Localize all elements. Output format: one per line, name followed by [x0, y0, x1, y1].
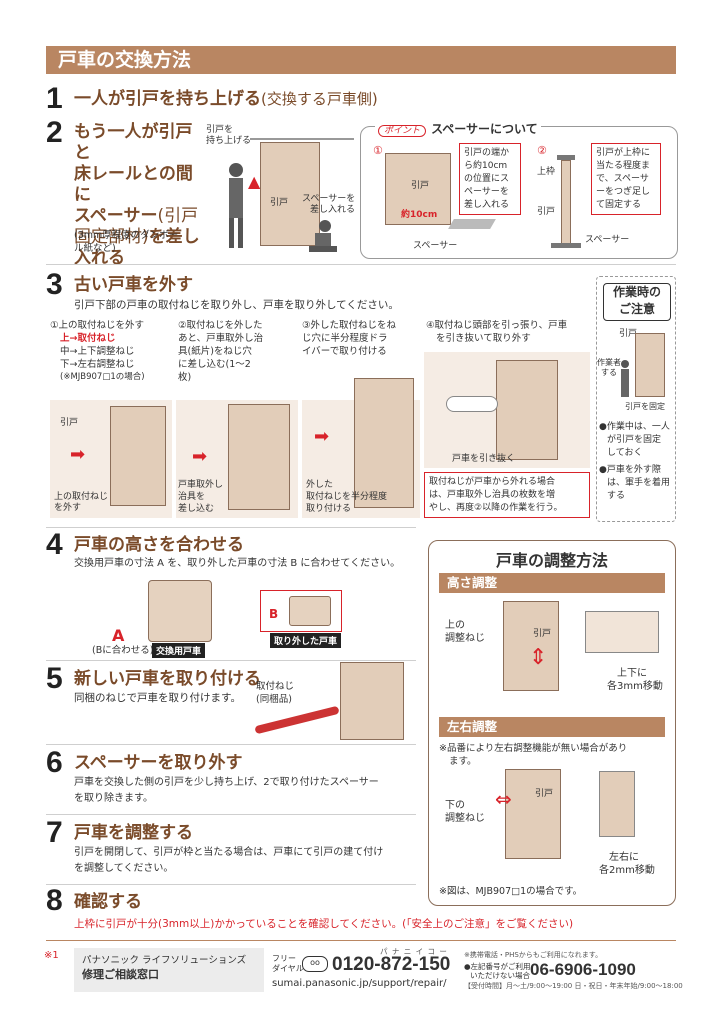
- step-2-illustration: 引戸を 持ち上げる 引戸 ▲ スペーサーを 差し入れる: [206, 120, 356, 258]
- step-4-number: 4: [46, 528, 63, 561]
- step-1-heading: 一人が引戸を持ち上げる(交換する戸車側): [74, 89, 378, 109]
- adjust-title: 戸車の調整方法: [495, 551, 608, 570]
- hand-icon: [446, 396, 498, 412]
- step-8-heading: 確認する: [74, 892, 142, 912]
- new-roller-illustration: [148, 580, 212, 642]
- step-5-number: 5: [46, 662, 63, 695]
- step-5-desc: 同梱のねじで戸車を取り付けます。: [74, 692, 241, 704]
- step-3-warning: 取付ねじが戸車から外れる場合は、戸車取外し治具の枚数を増やし、再度②以降の作業を…: [424, 472, 590, 518]
- step-3-illus-1: 引戸 ➡ 上の取付ねじ を外す: [50, 400, 172, 518]
- spacer-point-box: ポイント スペーサーについて ① 引戸 約10cm スペーサー 引戸の端から約1…: [360, 118, 678, 259]
- repair-url-link[interactable]: sumai.panasonic.jp/support/repair/: [272, 978, 447, 989]
- sliding-door: [260, 142, 320, 246]
- step-1-number: 1: [46, 82, 63, 115]
- free-dial-number[interactable]: 0120-872-150: [332, 954, 451, 975]
- step-2-heading: もう一人が引戸と 床レールとの間に スペーサー(引戸 固定部材)を差し 入れる: [74, 122, 200, 268]
- step-7-desc: 引戸を開閉して、引戸が枠と当たる場合は、戸車にて引戸の建て付けを調整してください…: [74, 847, 384, 874]
- reception-hours: 【受付時間】月～土/9:00～19:00 日・祝日・年末年始/9:00～18:0…: [464, 982, 683, 990]
- person-icon: [621, 360, 629, 397]
- point-door-1: [385, 153, 451, 225]
- step-5-heading: 新しい戸車を取り付ける: [74, 669, 261, 689]
- adjust-figure-note: ※図は、MJB907□1の場合です。: [439, 886, 583, 897]
- step-3-col4: ④取付ねじ頭部を引っ張り、戸車を引き抜いて取り外す: [426, 320, 568, 344]
- step-2-number: 2: [46, 116, 63, 149]
- step-8-number: 8: [46, 884, 63, 917]
- step-6-desc: 戸車を交換した側の引戸を少し持ち上げ、2で取り付けたスペーサーを取り除きます。: [74, 777, 379, 804]
- step-8-desc: 上枠に引戸が十分(3mm以上)かかっていることを確認してください。(「安全上のご…: [74, 918, 574, 930]
- free-dial-icon: oo: [302, 956, 328, 972]
- arrow-right-icon: ➡: [70, 444, 86, 465]
- step-3-illus-3: ➡ 外した 取付ねじを半分程度 取り付ける: [302, 378, 420, 518]
- left-right-arrow-icon: ⇔: [495, 787, 512, 811]
- old-roller-label: 取り外した戸車: [270, 633, 342, 648]
- person-icon: [229, 163, 243, 248]
- arrow-right-icon: ➡: [192, 446, 208, 467]
- step-6-heading: スペーサーを取り外す: [74, 753, 243, 773]
- point-title: スペーサーについて: [431, 122, 538, 136]
- lateral-adjust-heading: 左右調整: [439, 717, 665, 737]
- step-3-illus-2: ➡ 戸車取外し 治具を 差し込む: [176, 400, 298, 518]
- height-adjust-door: [503, 601, 559, 691]
- old-roller-box: B: [260, 590, 342, 632]
- alt-phone-number[interactable]: 06-6906-1090: [530, 960, 636, 979]
- step-3-col1: ①上の取付ねじを外す 上→取付ねじ 中→上下調整ねじ 下→左右調整ねじ (※MJ…: [50, 320, 145, 382]
- up-down-arrow-icon: ⇕: [529, 645, 548, 670]
- step-4-desc: 交換用戸車の寸法 A を、取り外した戸車の寸法 B に合わせてください。: [74, 558, 401, 569]
- step-5-door: [340, 662, 404, 740]
- step-7-number: 7: [46, 816, 63, 849]
- lateral-adjust-detail: [599, 771, 635, 837]
- page-title: 戸車の交換方法: [46, 46, 676, 74]
- repair-desk-box: パナソニック ライフソリューションズ 修理ご相談窓口: [74, 948, 264, 992]
- step-3-col3: ③外した取付ねじをねじ穴に半分程度ドライバーで取り付ける: [302, 320, 397, 357]
- point-badge: ポイント: [378, 125, 427, 137]
- step-7-heading: 戸車を調整する: [74, 823, 193, 843]
- lateral-adjust-door: [505, 769, 561, 859]
- step-3-illus-4: 戸車を引き抜く: [424, 352, 590, 468]
- upper-frame: [557, 155, 575, 160]
- point-note-2: 引戸が上枠に当たる程度まで、スペーサーをつぎ足して固定する: [591, 143, 661, 215]
- height-adjust-detail: [585, 611, 659, 653]
- kneeling-person-icon: [309, 220, 337, 252]
- adjust-box: 戸車の調整方法 高さ調整 上の調整ねじ 引戸 ⇕ 上下に各3mm移動 左右調整 …: [428, 540, 676, 906]
- screwdriver-icon: [254, 705, 340, 735]
- arrow-right-icon: ➡: [314, 426, 330, 447]
- new-roller-label: 交換用戸車: [152, 643, 206, 658]
- height-adjust-heading: 高さ調整: [439, 573, 665, 593]
- point-door-2: [561, 160, 571, 244]
- step-3-heading: 古い戸車を外す: [74, 275, 193, 295]
- step-3-number: 3: [46, 268, 63, 301]
- caution-box: 作業時のご注意 引戸 作業者 する 引戸を固定 ●作業中は、一人が引戸を固定して…: [596, 276, 676, 522]
- lift-arrow-icon: ▲: [248, 172, 261, 191]
- step-4-heading: 戸車の高さを合わせる: [74, 535, 244, 555]
- step-3-desc: 引戸下部の戸車の取付ねじを取り外し、戸車を取り外してください。: [74, 299, 399, 311]
- spacer-sheet: [448, 219, 496, 229]
- step-2-sub: (3mm厚程度のダンボール紙など): [74, 230, 179, 254]
- step-6-number: 6: [46, 746, 63, 779]
